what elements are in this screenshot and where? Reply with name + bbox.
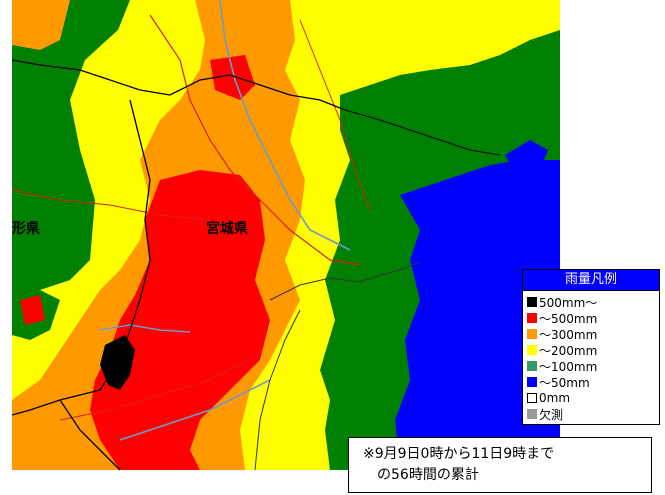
legend-label: 〜100mm (539, 359, 598, 374)
miyagi-label: 宮城県 (206, 221, 248, 237)
legend-swatch (527, 297, 537, 307)
rainfall-map: 宮城県 形県 (11, 0, 560, 471)
legend-item: 〜300mm (527, 326, 659, 342)
legend-item: 〜50mm (527, 374, 659, 390)
legend-item: 〜200mm (527, 342, 659, 358)
period-note: ※9月9日0時から11日9時まで の56時間の累計 (348, 437, 652, 493)
legend-label: 〜200mm (539, 343, 598, 358)
legend-swatch (527, 345, 537, 355)
legend-swatch (527, 361, 537, 371)
note-line-1: ※9月9日0時から11日9時まで (363, 446, 555, 462)
rainfall-legend: 雨量凡例 500mm〜 〜500mm 〜300mm 〜200mm 〜100mm … (522, 269, 660, 425)
legend-list: 500mm〜 〜500mm 〜300mm 〜200mm 〜100mm 〜50mm… (523, 291, 659, 424)
legend-label: 0mm (539, 391, 571, 405)
legend-swatch (527, 313, 537, 323)
legend-label: 500mm〜 (539, 295, 598, 310)
yamagata-label: 形県 (12, 221, 40, 237)
legend-label: 〜500mm (539, 311, 598, 326)
zone-to-500 (90, 170, 270, 470)
legend-label: 欠測 (539, 407, 564, 422)
legend-swatch (527, 377, 537, 387)
legend-label: 〜300mm (539, 327, 598, 342)
zone-to-50 (395, 160, 560, 470)
legend-swatch (527, 409, 537, 419)
zone-to-100-west (12, 0, 130, 300)
legend-label: 〜50mm (539, 375, 590, 390)
legend-item: 〜500mm (527, 310, 659, 326)
legend-item: 欠測 (527, 406, 659, 422)
legend-item: 500mm〜 (527, 294, 659, 310)
legend-swatch (527, 329, 537, 339)
legend-item: 〜100mm (527, 358, 659, 374)
legend-title: 雨量凡例 (523, 270, 659, 291)
legend-swatch (527, 393, 537, 403)
legend-item: 0mm (527, 390, 659, 406)
note-line-2: の56時間の累計 (377, 467, 479, 483)
